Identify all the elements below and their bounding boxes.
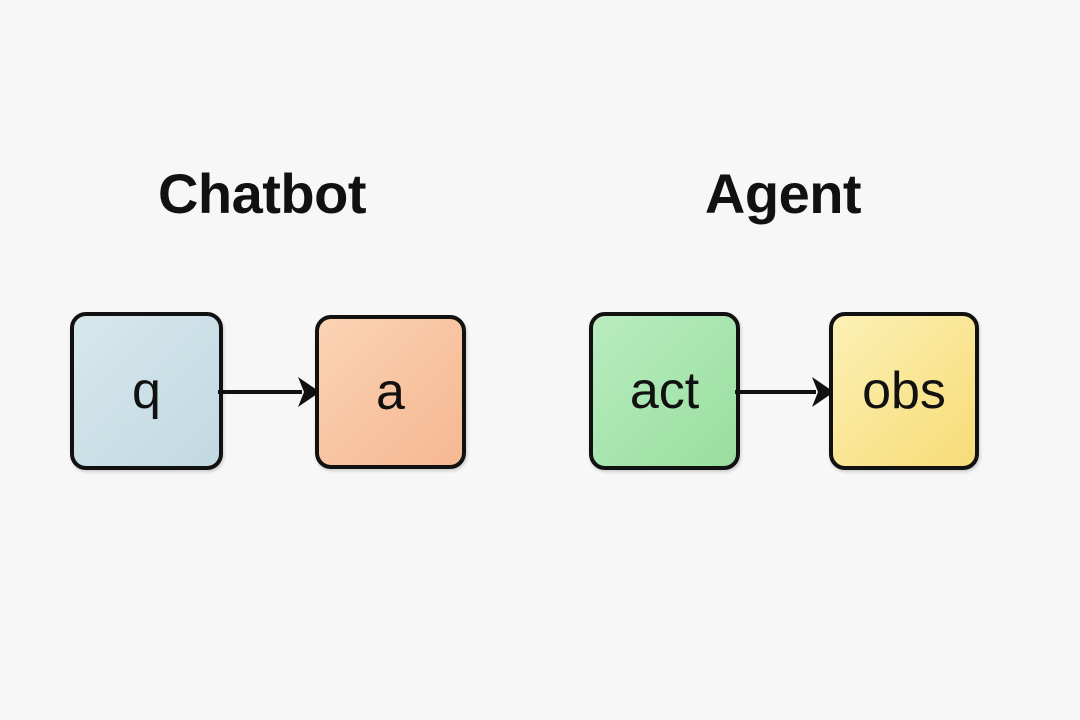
- node-q[interactable]: q: [70, 312, 223, 470]
- node-a[interactable]: a: [315, 315, 466, 469]
- node-a-label: a: [376, 363, 405, 421]
- arrow-act-to-obs: [735, 377, 834, 407]
- arrow-q-to-a: [218, 377, 320, 407]
- arrow-q-to-a-head: [298, 377, 320, 407]
- group-title-chatbot: Chatbot: [157, 162, 367, 225]
- arrow-act-to-obs-head: [812, 377, 834, 407]
- node-act-label: act: [629, 362, 700, 420]
- node-obs-label: obs: [862, 362, 946, 420]
- node-act[interactable]: act: [589, 312, 740, 470]
- node-obs[interactable]: obs: [829, 312, 979, 470]
- group-title-agent: Agent: [704, 162, 862, 225]
- node-q-label: q: [132, 362, 161, 420]
